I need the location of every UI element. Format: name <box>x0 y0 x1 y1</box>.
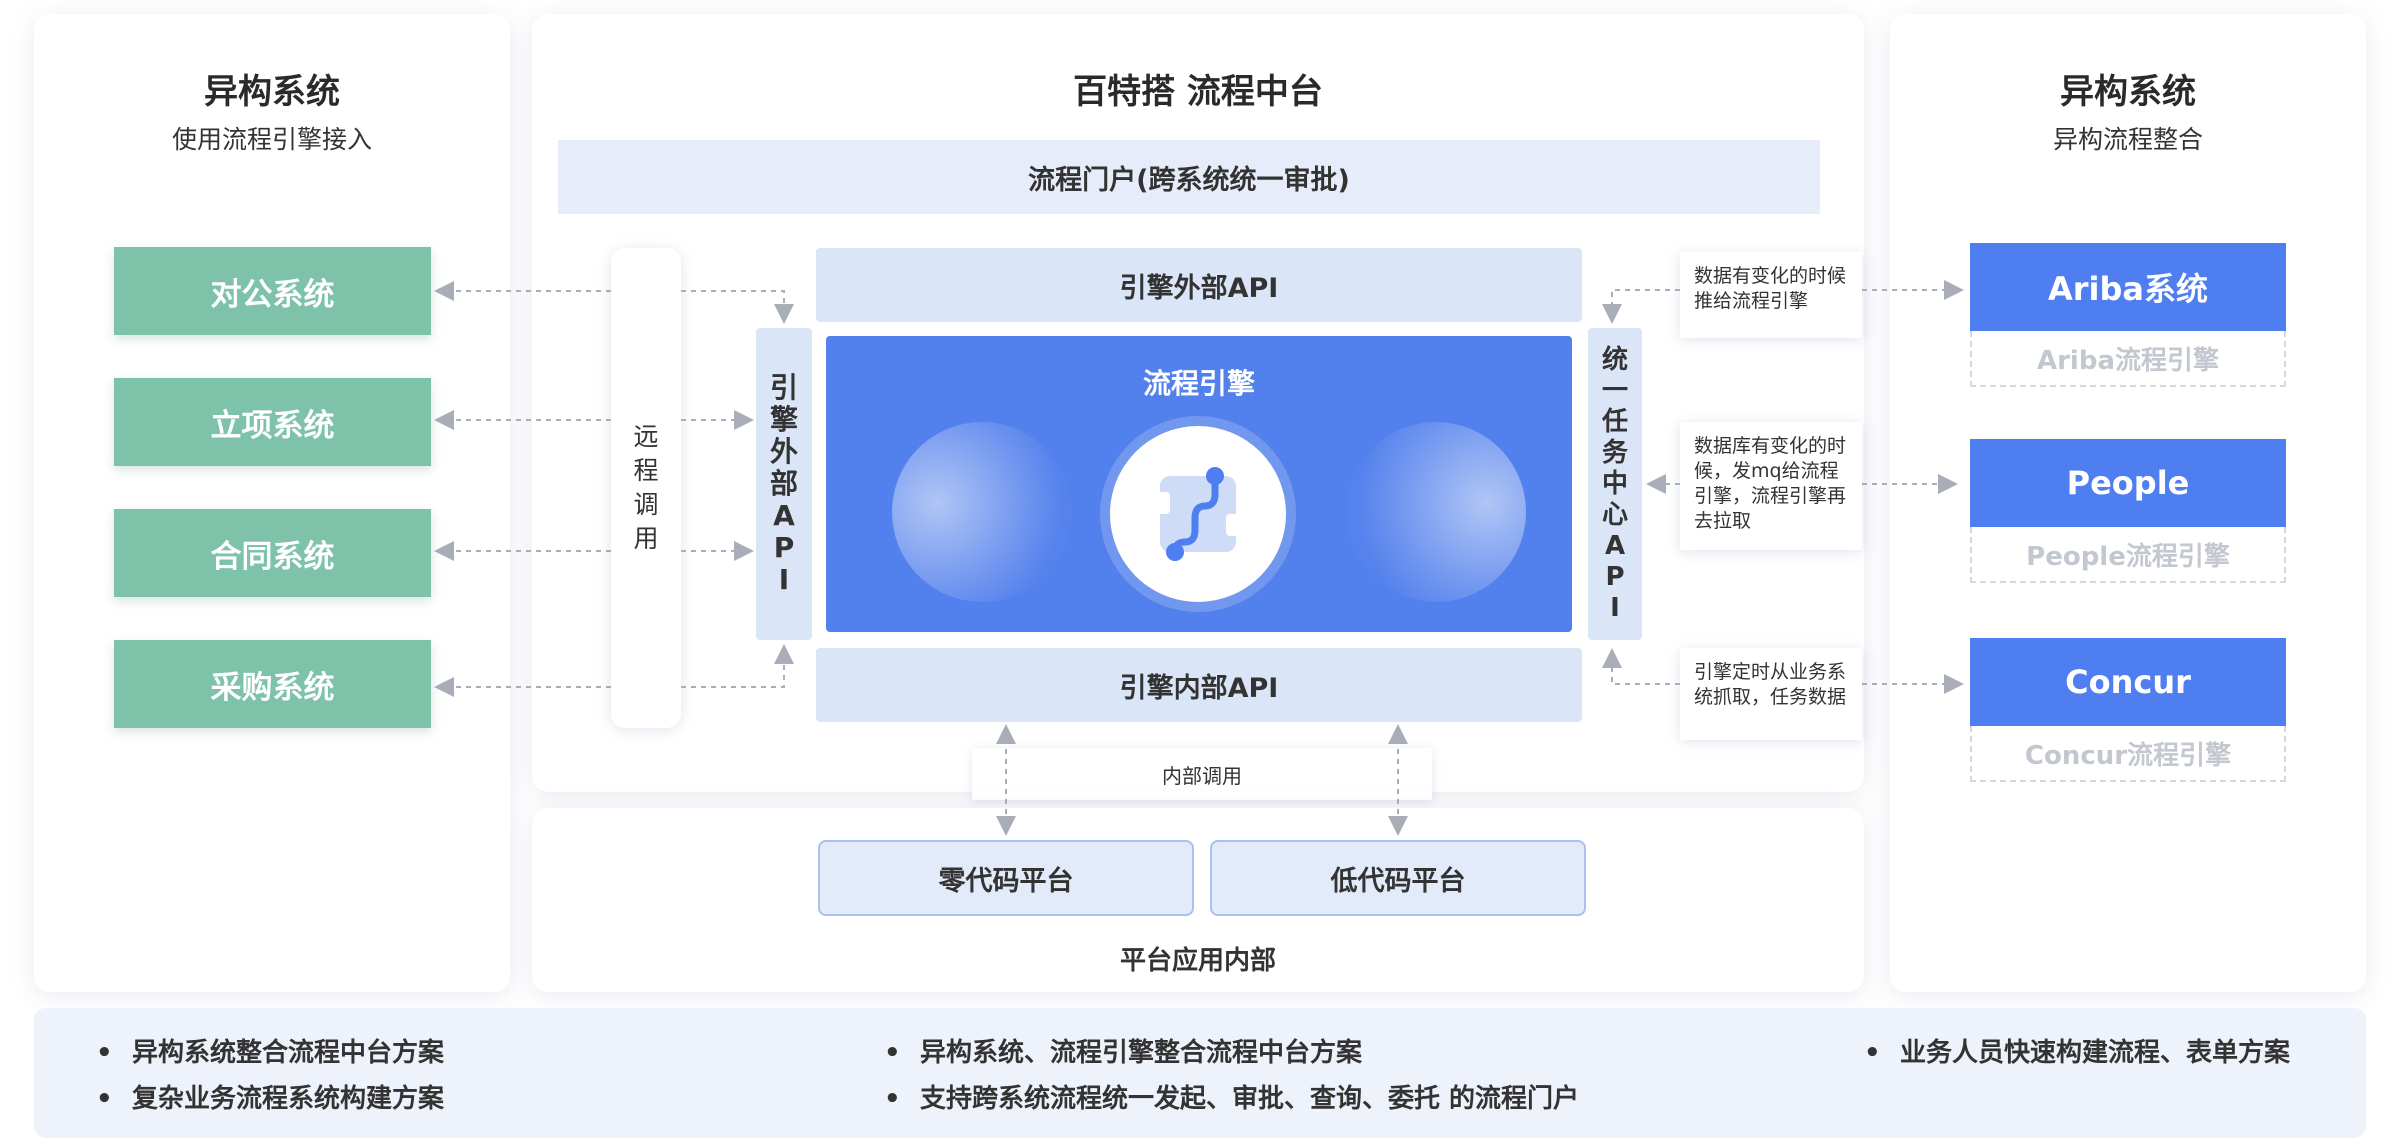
process-engine[interactable]: 流程引擎 <box>826 336 1572 632</box>
process-engine-title: 流程引擎 <box>1142 367 1255 400</box>
api-char: I <box>778 563 790 596</box>
zero-code-platform[interactable]: 零代码平台 <box>818 840 1194 916</box>
bullet-text: 异构系统、流程引擎整合流程中台方案 <box>920 1038 1363 1068</box>
engine-external-api-vertical[interactable]: 引 擎 外 部 A P I <box>756 328 812 640</box>
note-data-push: 数据有变化的时候推给流程引擎 <box>1680 252 1862 338</box>
center-panel-title: 百特搭 流程中台 <box>1073 72 1323 112</box>
left-panel: 异构系统 使用流程引擎接入 <box>34 14 510 992</box>
arrow-right-top <box>1602 289 1680 324</box>
api-char: 一 <box>1601 375 1628 406</box>
internal-call-label: 内部调用 <box>1162 763 1242 788</box>
remote-call-char: 远 <box>633 422 659 451</box>
bullet-col1-2: • 复杂业务流程系统构建方案 <box>96 1078 444 1115</box>
api-char: 引 <box>769 371 798 404</box>
bullet-dot: • <box>96 1038 113 1068</box>
api-char: 统 <box>1601 344 1628 375</box>
remote-call-char: 调 <box>633 490 659 519</box>
bullet-text: 复杂业务流程系统构建方案 <box>132 1084 445 1114</box>
engine-concur: Concur流程引擎 <box>1970 726 2286 782</box>
arrow-pill-api-top <box>681 290 794 324</box>
bullet-dot: • <box>1864 1038 1881 1068</box>
platform-label: 平台应用内部 <box>1119 946 1276 976</box>
system-hetong[interactable]: 合同系统 <box>114 509 431 597</box>
internal-call-bar: 内部调用 <box>972 748 1432 800</box>
api-char: 擎 <box>769 403 798 436</box>
engine-internal-api[interactable]: 引擎内部API <box>816 648 1582 722</box>
decor-sphere-left <box>892 422 1072 602</box>
api-char: 外 <box>769 435 798 468</box>
remote-call-char: 用 <box>633 524 659 553</box>
api-char: I <box>1610 592 1620 623</box>
bottom-summary-bar <box>34 1008 2366 1138</box>
arrow-pill-api-bottom <box>681 644 794 688</box>
flow-path-icon <box>1152 467 1244 561</box>
system-concur[interactable]: Concur <box>1970 638 2286 726</box>
decor-sphere-right <box>1346 422 1526 602</box>
bullet-col2-2: • 支持跨系统流程统一发起、审批、查询、委托 的流程门户 <box>884 1078 1579 1115</box>
api-char: A <box>1604 530 1626 561</box>
left-panel-title: 异构系统 <box>204 72 340 112</box>
system-people[interactable]: People <box>1970 439 2286 527</box>
api-char: 部 <box>769 467 798 500</box>
low-code-platform[interactable]: 低代码平台 <box>1210 840 1586 916</box>
remote-call-char: 程 <box>633 456 659 485</box>
api-char: 心 <box>1601 499 1628 530</box>
system-ariba[interactable]: Ariba系统 <box>1970 243 2286 331</box>
engine-ariba: Ariba流程引擎 <box>1970 331 2286 387</box>
remote-call-pill: 远 程 调 用 <box>611 248 681 728</box>
system-lixiang[interactable]: 立项系统 <box>114 378 431 466</box>
api-char: P <box>773 531 795 564</box>
arrow-right-bottom <box>1602 648 1680 685</box>
bullet-dot: • <box>884 1038 901 1068</box>
right-panel-subtitle: 异构流程整合 <box>2052 125 2203 154</box>
api-char: 务 <box>1601 437 1628 468</box>
bullet-col3-1: • 业务人员快速构建流程、表单方案 <box>1864 1032 2290 1069</box>
bullet-text: 异构系统整合流程中台方案 <box>132 1038 445 1068</box>
bullet-dot: • <box>96 1084 113 1114</box>
bullet-col2-1: • 异构系统、流程引擎整合流程中台方案 <box>884 1032 1362 1069</box>
engine-icon-circle <box>1110 426 1286 602</box>
unified-task-api-vertical[interactable]: 统 一 任 务 中 心 A P I <box>1588 328 1642 640</box>
left-panel-subtitle: 使用流程引擎接入 <box>171 125 372 154</box>
note-mq-pull: 数据库有变化的时候，发mq给流程引擎，流程引擎再去拉取 <box>1680 422 1862 550</box>
note-scheduled-fetch: 引擎定时从业务系统抓取，任务数据 <box>1680 648 1862 740</box>
bullet-dot: • <box>884 1084 901 1114</box>
bullet-text: 业务人员快速构建流程、表单方案 <box>1900 1038 2291 1068</box>
engine-people: People流程引擎 <box>1970 527 2286 583</box>
api-char: P <box>1605 561 1625 592</box>
api-char: 中 <box>1601 468 1628 499</box>
bullet-col1-1: • 异构系统整合流程中台方案 <box>96 1032 444 1069</box>
process-portal[interactable]: 流程门户(跨系统统一审批) <box>558 140 1820 214</box>
system-caigou[interactable]: 采购系统 <box>114 640 431 728</box>
api-char: 任 <box>1601 406 1628 437</box>
system-duigong[interactable]: 对公系统 <box>114 247 431 335</box>
engine-external-api[interactable]: 引擎外部API <box>816 248 1582 322</box>
api-char: A <box>773 499 795 532</box>
platform-panel: 平台应用内部 <box>532 808 1864 992</box>
bullet-text: 支持跨系统流程统一发起、审批、查询、委托 的流程门户 <box>920 1084 1580 1114</box>
right-panel-title: 异构系统 <box>2060 72 2196 112</box>
